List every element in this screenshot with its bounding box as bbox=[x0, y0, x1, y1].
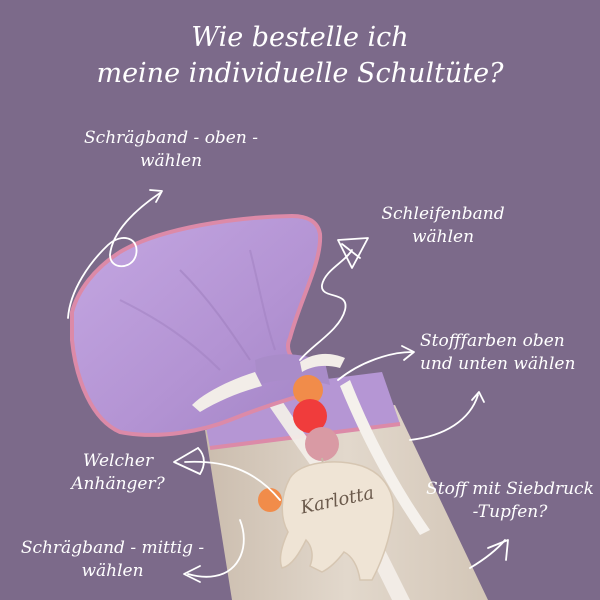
label-tag: Welcher Anhänger? bbox=[48, 450, 188, 496]
ribbon-bow bbox=[192, 353, 345, 412]
arrow-dots bbox=[469, 539, 509, 569]
arrow-ribbon bbox=[299, 237, 369, 361]
label-fabric-colors: Stofffarben oben und unten wählen bbox=[420, 330, 600, 376]
label-ribbon-line-2: wählen bbox=[411, 226, 475, 247]
label-dots-line-1: Stoff mit Siebdruck bbox=[426, 479, 594, 499]
label-top-binding: Schrägband - oben - wählen bbox=[66, 127, 276, 173]
pompoms bbox=[258, 375, 339, 512]
label-fabric-colors-line-1: Stofffarben oben bbox=[420, 331, 565, 351]
title-line-1: Wie bestelle ich bbox=[191, 22, 409, 53]
label-top-binding-line-1: Schrägband - oben - bbox=[84, 128, 258, 148]
label-tag-line-1: Welcher bbox=[82, 451, 154, 471]
label-fabric-colors-line-2: und unten wählen bbox=[420, 353, 576, 374]
label-middle-binding-line-2: wählen bbox=[81, 560, 144, 581]
title-line-2: meine individuelle Schultüte? bbox=[96, 58, 504, 90]
label-ribbon-line-1: Schleifenband bbox=[381, 204, 505, 224]
label-middle-binding: Schrägband - mittig - wählen bbox=[0, 537, 225, 583]
arrow-middle-binding bbox=[183, 519, 245, 583]
arrow-tag bbox=[173, 447, 281, 501]
page-title: Wie bestelle ich meine individuelle Schu… bbox=[0, 20, 600, 93]
wooden-tag bbox=[279, 461, 395, 581]
label-middle-binding-line-1: Schrägband - mittig - bbox=[20, 538, 205, 558]
label-ribbon: Schleifenband wählen bbox=[358, 203, 528, 249]
label-dots: Stoff mit Siebdruck -Tupfen? bbox=[410, 478, 600, 524]
label-top-binding-line-2: wählen bbox=[139, 150, 203, 171]
arrow-top-binding bbox=[67, 189, 163, 319]
label-dots-line-2: -Tupfen? bbox=[472, 501, 548, 522]
label-tag-line-2: Anhänger? bbox=[71, 473, 165, 494]
arrow-fabric-colors bbox=[337, 345, 485, 441]
